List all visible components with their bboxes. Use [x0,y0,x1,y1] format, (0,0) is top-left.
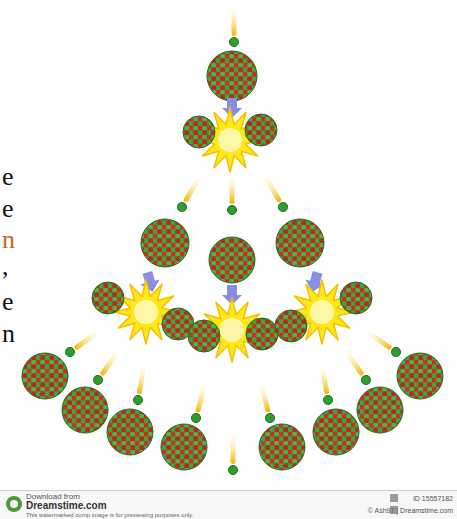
watermark-credit: © Ash97 | Dreamstime.com [368,507,453,514]
watermark-id: ID 15557182 [413,495,453,502]
cut-off-text: n [2,321,15,347]
cut-off-text: e [2,289,14,315]
watermark-note: This watermarked comp image is for previ… [26,512,193,518]
watermark-brand: Dreamstime.com [26,501,107,511]
cut-off-text: e [2,164,14,190]
watermark-text: Download from [26,493,80,501]
cut-off-text: , [2,254,9,280]
cut-off-text: e [2,196,14,222]
cut-off-text: n [2,227,15,253]
